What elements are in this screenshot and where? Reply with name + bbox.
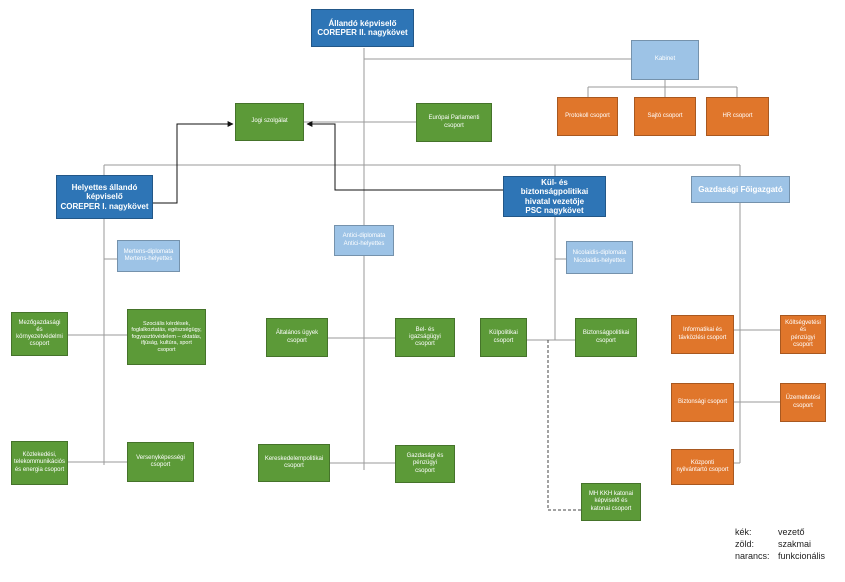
- node-gazdasagi-foigazgato: Gazdasági Főigazgató: [691, 176, 790, 203]
- node-antici-diplomata: Antici-diplomata Antici-helyettes: [334, 225, 394, 256]
- node-mh-kkh-katonai-csoport: MH KKH katonai képviselő és katonai csop…: [581, 483, 641, 521]
- node-versenykepessegi-csoport: Versenyképességi csoport: [127, 442, 194, 482]
- legend: kék: vezető zöld: szakmai narancs: funkc…: [735, 527, 825, 563]
- node-kul-biztonsagpolitikai-hivatal: Kül- és biztonságpolitikai hivatal vezet…: [503, 176, 606, 217]
- node-allando-kepviselo: Állandó képviselő COREPER II. nagykövet: [311, 9, 414, 47]
- legend-item-blue: kék: vezető: [735, 527, 825, 539]
- node-biztonsagpolitikai-csoport: Biztonságpolitikai csoport: [575, 318, 637, 357]
- node-altalanos-ugyek-csoport: Általános ügyek csoport: [266, 318, 328, 357]
- legend-value: funkcionális: [778, 551, 826, 561]
- node-gazdasagi-penzugyi-csoport: Gazdasági és pénzügyi csoport: [395, 445, 455, 483]
- node-informatikai-csoport: Informatikai és távközlési csoport: [671, 315, 734, 354]
- legend-value: szakmai: [778, 539, 812, 549]
- node-helyettes-allando-kepviselo: Helyettes állandó képviselő COREPER I. n…: [56, 175, 153, 219]
- node-jogi-szolgalat: Jogi szolgálat: [235, 103, 304, 141]
- node-kabinet: Kabinet: [631, 40, 699, 80]
- legend-key: zöld:: [735, 539, 755, 549]
- node-protokoll-csoport: Protokoll csoport: [557, 97, 618, 136]
- node-koltsegvetesi-csoport: Költségvetési és pénzügyi csoport: [780, 315, 826, 354]
- node-kozlekedesi-csoport: Közlekedési, telekommunikációs és energi…: [11, 441, 68, 485]
- node-sajto-csoport: Sajtó csoport: [634, 97, 696, 136]
- node-nicolaidis-diplomata: Nicolaidis-diplomata Nicolaidis-helyette…: [566, 241, 633, 274]
- node-bel-igazsagugyi-csoport: Bel- és igazságügyi csoport: [395, 318, 455, 357]
- legend-key: narancs:: [735, 551, 770, 561]
- node-europai-parlamenti-csoport: Európai Parlamenti csoport: [416, 103, 492, 142]
- legend-item-green: zöld: szakmai: [735, 539, 825, 551]
- node-szocialis-kerdesek-csoport: Szociális kérdések, foglalkoztatás, egés…: [127, 309, 206, 365]
- node-uzemeltetesi-csoport: Üzemeltetési csoport: [780, 383, 826, 422]
- node-kereskedelempolitikai-csoport: Kereskedelempolitikai csoport: [258, 444, 330, 482]
- node-mezogazdasagi-csoport: Mezőgazdasági és környezetvédelmi csopor…: [11, 312, 68, 356]
- legend-key: kék:: [735, 527, 752, 537]
- node-mertens-diplomata: Mertens-diplomata Mertens-helyettes: [117, 240, 180, 272]
- legend-value: vezető: [778, 527, 805, 537]
- node-biztonsagi-csoport: Biztonsági csoport: [671, 383, 734, 422]
- legend-item-orange: narancs: funkcionális: [735, 551, 825, 563]
- node-kulpolitikai-csoport: Külpolitikai csoport: [480, 318, 527, 357]
- node-kozponti-nyilvantarto-csoport: Központi nyilvántartó csoport: [671, 449, 734, 485]
- node-hr-csoport: HR csoport: [706, 97, 769, 136]
